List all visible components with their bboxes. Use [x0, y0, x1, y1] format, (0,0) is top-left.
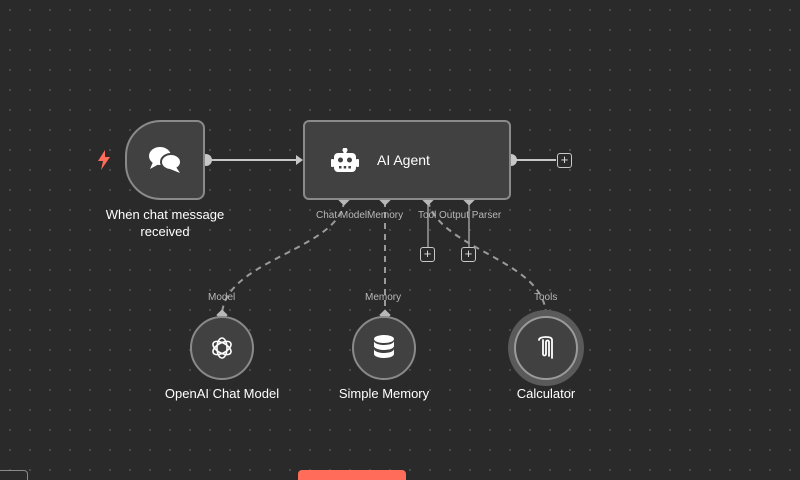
- port-label-memory: Memory: [367, 210, 404, 221]
- ai-agent-node[interactable]: AI Agent: [303, 120, 511, 200]
- model-node-title: OpenAI Chat Model: [164, 386, 280, 401]
- trigger-bolt-icon: [98, 150, 110, 170]
- model-port-label: Model: [208, 292, 236, 303]
- calculator-node[interactable]: [514, 316, 578, 380]
- port-label-output-parser: Output Parser: [439, 210, 502, 221]
- add-next-node-button[interactable]: +: [557, 153, 572, 168]
- openai-icon: [212, 337, 232, 359]
- memory-port-label: Memory: [365, 292, 402, 303]
- calculator-tool-icon: [538, 336, 553, 359]
- trigger-node-title: When chat message received: [105, 207, 225, 239]
- chat-bubbles-icon: [149, 147, 182, 173]
- robot-icon: [331, 148, 359, 172]
- agent-node-title: AI Agent: [377, 152, 430, 168]
- tools-port-label: Tools: [534, 292, 558, 303]
- calculator-node-title: Calculator: [516, 386, 576, 401]
- add-output-parser-button[interactable]: +: [461, 247, 476, 262]
- port-label-chat-model: Chat Model: [316, 210, 368, 221]
- primary-action-button[interactable]: [298, 470, 406, 480]
- port-label-tool: Tool: [418, 210, 437, 221]
- chat-trigger-node[interactable]: [125, 120, 205, 200]
- openai-chat-model-node[interactable]: [190, 316, 254, 380]
- database-icon: [374, 335, 394, 358]
- memory-node-title: Simple Memory: [338, 386, 430, 401]
- add-tool-button[interactable]: +: [420, 247, 435, 262]
- input-arrow: [296, 155, 303, 165]
- canvas-control-button[interactable]: [0, 470, 28, 480]
- simple-memory-node[interactable]: [352, 316, 416, 380]
